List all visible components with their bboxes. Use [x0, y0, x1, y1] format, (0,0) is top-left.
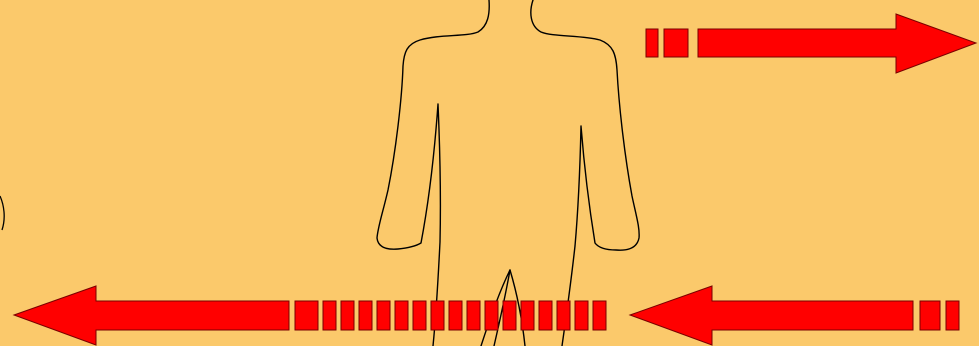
arrow-dash-segment	[946, 301, 959, 330]
body-outline-left-side	[377, 0, 489, 346]
arrow-dash-segment	[431, 301, 444, 330]
arrow-top-right	[646, 14, 976, 73]
arrow-dash-segment	[920, 301, 940, 330]
arrow-dash-segment	[485, 301, 498, 330]
human-body-outline	[377, 0, 639, 346]
arrow-head-left-icon	[630, 286, 913, 345]
arrow-dash-segment	[467, 301, 480, 330]
arrow-dash-segment	[664, 29, 688, 57]
arrow-dash-segment	[646, 29, 658, 57]
partial-figure-outline-left	[0, 196, 4, 230]
arrow-dash-segment	[539, 301, 552, 330]
body-outline-right-side	[531, 0, 639, 346]
arrow-head-left-icon	[14, 286, 289, 345]
arrow-dash-segment	[521, 301, 534, 330]
arrow-bottom-right	[630, 286, 959, 345]
arrow-dash-segment	[377, 301, 390, 330]
arrow-dash-segment	[323, 301, 336, 330]
arrow-dash-segment	[593, 301, 606, 330]
arrow-head-right-icon	[698, 14, 976, 73]
arrow-dash-segment	[575, 301, 588, 330]
arrow-dash-segment	[503, 301, 516, 330]
arrow-dash-segment	[341, 301, 354, 330]
arrow-dash-segment	[413, 301, 426, 330]
arrow-dash-segment	[395, 301, 408, 330]
arrow-dash-segment	[557, 301, 570, 330]
arrow-dash-segment	[359, 301, 372, 330]
arrow-dash-segment	[295, 301, 318, 330]
arrow-dash-segment	[449, 301, 462, 330]
